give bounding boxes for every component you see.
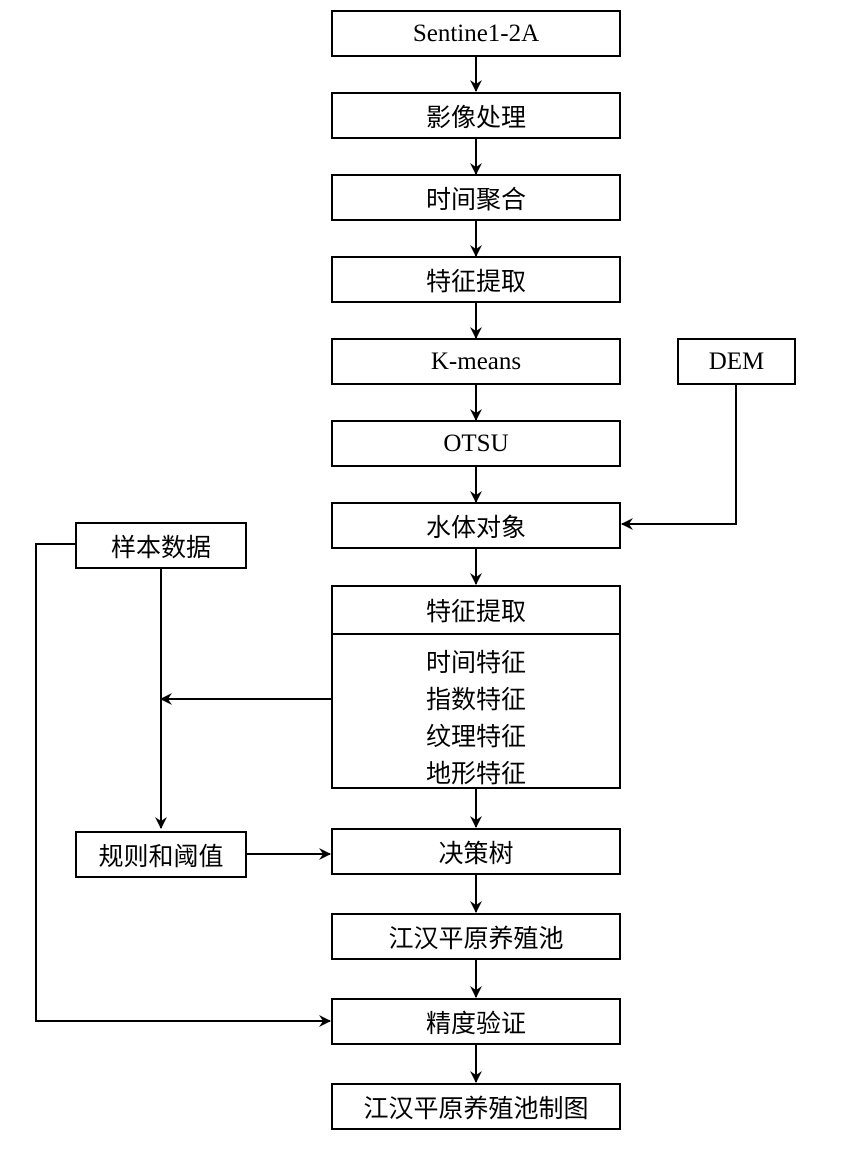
node-feature-extraction-2: 特征提取 时间特征 指数特征 纹理特征 地形特征 <box>331 585 621 789</box>
feature-item: 时间特征 <box>425 650 526 677</box>
node-pond-mapping: 江汉平原养殖池制图 <box>331 1083 621 1130</box>
arrow-sample-to-validation <box>35 543 331 1027</box>
node-ponds: 江汉平原养殖池 <box>331 913 621 960</box>
node-label: DEM <box>708 347 765 375</box>
feature-box-header: 特征提取 <box>333 587 619 635</box>
feature-list: 时间特征 指数特征 纹理特征 地形特征 <box>333 635 619 793</box>
node-label: 江汉平原养殖池制图 <box>363 1095 589 1123</box>
node-dem: DEM <box>677 338 796 385</box>
node-label: OTSU <box>443 429 509 457</box>
node-label: Sentine1-2A <box>412 19 540 47</box>
node-otsu: OTSU <box>331 420 621 467</box>
node-label: 江汉平原养殖池 <box>388 925 564 953</box>
node-label: 特征提取 <box>425 268 526 296</box>
feature-item: 地形特征 <box>425 761 526 788</box>
node-water-objects: 水体对象 <box>331 502 621 549</box>
node-label: 规则和阈值 <box>98 843 224 871</box>
node-temporal-aggregation: 时间聚合 <box>331 174 621 221</box>
node-rules-thresholds: 规则和阈值 <box>75 831 247 878</box>
node-sentinel: Sentine1-2A <box>331 10 621 57</box>
arrow-dem-to-water <box>621 385 737 530</box>
node-label: 样本数据 <box>110 534 211 562</box>
node-image-processing: 影像处理 <box>331 92 621 139</box>
node-label: 特征提取 <box>425 599 526 626</box>
node-decision-tree: 决策树 <box>331 828 621 875</box>
node-label: 影像处理 <box>425 104 526 132</box>
node-label: 精度验证 <box>425 1010 526 1038</box>
node-sample-data: 样本数据 <box>75 522 247 569</box>
feature-item: 指数特征 <box>425 687 526 714</box>
node-feature-extraction-1: 特征提取 <box>331 256 621 303</box>
feature-item: 纹理特征 <box>425 724 526 751</box>
node-label: K-means <box>430 347 522 375</box>
node-kmeans: K-means <box>331 338 621 385</box>
node-label: 水体对象 <box>425 514 526 542</box>
node-accuracy-validation: 精度验证 <box>331 998 621 1045</box>
node-label: 时间聚合 <box>425 186 526 214</box>
node-label: 决策树 <box>438 840 514 868</box>
